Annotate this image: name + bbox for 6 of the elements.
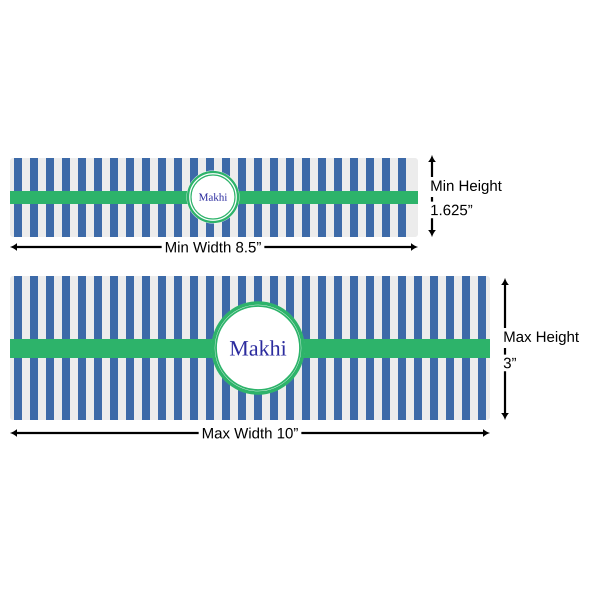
dimension-label: Min Width 8.5” [162,238,264,256]
dimension-label: Max Width 10” [198,424,302,442]
dimension-label: Min Height [427,177,505,197]
dimension-label: 3” [500,354,520,372]
dimension-label: 1.625” [427,202,476,218]
dimension-label: Max Height [500,328,582,348]
